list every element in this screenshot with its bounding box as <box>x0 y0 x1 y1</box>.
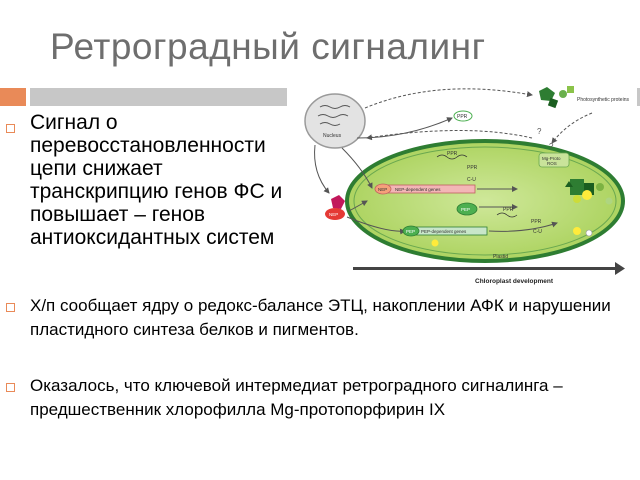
nucleus-label: Nucleus <box>323 133 342 139</box>
retrograde-signaling-diagram: Nucleus Photosynthetic proteins PPR ? ? … <box>287 83 637 289</box>
bullet-text-2: Х/п сообщает ядру о редокс-балансе ЭТЦ, … <box>30 296 611 339</box>
ppr-mid2-label: PPR <box>467 165 478 171</box>
pep-gene-label: PEP-dependent genes <box>421 229 467 234</box>
slide-title: Ретроградный сигналинг <box>50 26 486 67</box>
nucleus-shape <box>304 93 366 149</box>
mg-proto-label: Mg-Proto <box>542 156 561 161</box>
development-label: Chloroplast development <box>475 278 554 285</box>
ppr-mid-label: PPR <box>447 151 458 157</box>
bullet-marker-3 <box>6 383 15 392</box>
bullet-text-1: Сигнал о перевосстановленности цепи сниж… <box>30 111 283 249</box>
photosynthetic-proteins-label: Photosynthetic proteins <box>577 97 629 103</box>
pep-mid-label: PEP <box>461 207 470 212</box>
nep-gene-label: NEP-dependent genes <box>395 187 441 192</box>
question-mark-1: ? <box>537 127 542 136</box>
bullet-marker-2 <box>6 303 15 312</box>
cu-mid-label: C-U <box>467 177 476 183</box>
plastid-label: Plastid <box>493 254 508 260</box>
bullet-text-3: Оказалось, что ключевой интермедиат ретр… <box>30 376 563 419</box>
plastid-shape <box>345 139 625 263</box>
title-accent-bar <box>0 88 26 106</box>
ppr-low-label: PPR <box>503 207 514 213</box>
nep-left-label: NEP <box>329 212 338 217</box>
cu-low-label: C-U <box>533 229 542 235</box>
ppr-low2-label: PPR <box>531 219 542 225</box>
pep-small-label: PEP <box>406 229 415 234</box>
bullet-marker-1 <box>6 124 15 133</box>
ros-label: ROS <box>547 161 557 166</box>
question-mark-2: ? <box>549 142 554 151</box>
nep-small-label: NEP <box>378 187 387 192</box>
ppr-top-label: PPR <box>457 114 468 120</box>
